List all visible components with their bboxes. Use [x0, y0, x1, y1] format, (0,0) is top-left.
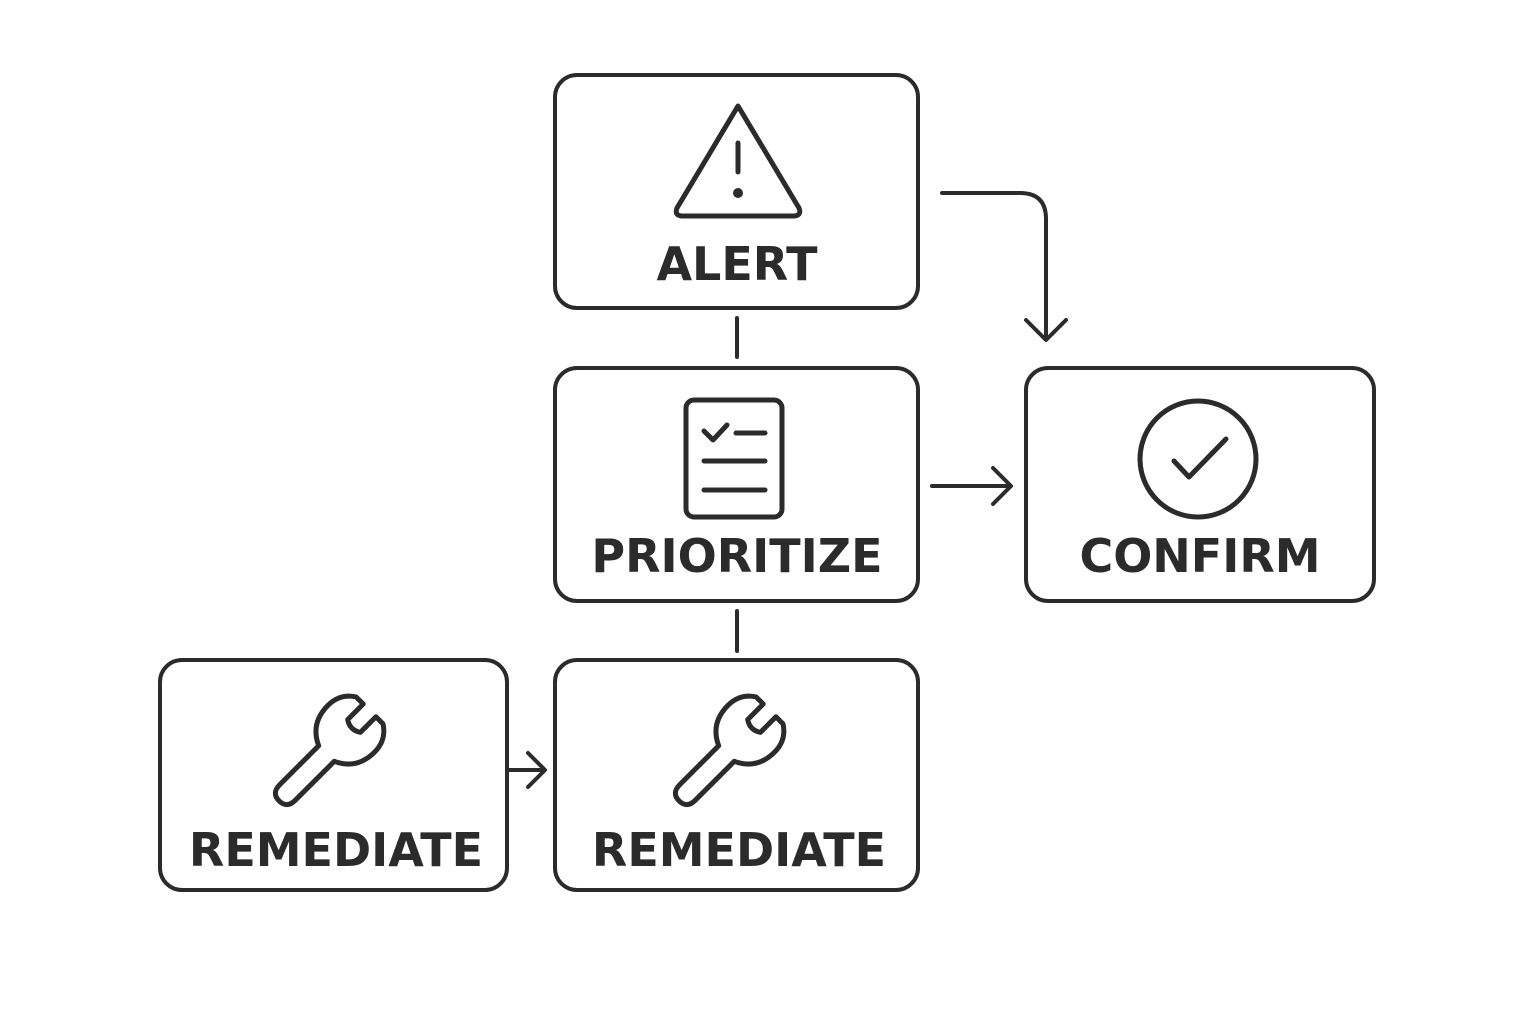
node-label-remediate-center: REMEDIATE — [592, 823, 886, 877]
edge-remediate-left-center — [507, 751, 547, 789]
edge-prioritize-confirm — [930, 466, 1013, 506]
node-remediate-center: REMEDIATE — [553, 658, 920, 892]
arrowhead-icon — [991, 466, 1013, 506]
arrowhead-icon — [1024, 318, 1068, 342]
node-label-prioritize: PRIORITIZE — [591, 529, 882, 583]
node-prioritize: PRIORITIZE — [553, 366, 920, 603]
wrench-icon — [272, 693, 387, 808]
node-label-confirm: CONFIRM — [1079, 529, 1320, 583]
node-alert: ALERT — [553, 73, 920, 310]
edge-alert-confirm — [940, 191, 1068, 342]
node-confirm: CONFIRM — [1024, 366, 1376, 603]
checklist-icon — [683, 397, 785, 520]
wrench-icon — [672, 693, 787, 808]
node-label-remediate-left: REMEDIATE — [189, 823, 483, 877]
connectors — [507, 191, 1068, 789]
warning-triangle-icon — [673, 103, 803, 219]
check-circle-icon — [1137, 398, 1259, 520]
node-remediate-left: REMEDIATE — [158, 658, 509, 892]
arrowhead-icon — [526, 751, 547, 789]
node-label-alert: ALERT — [656, 237, 818, 291]
